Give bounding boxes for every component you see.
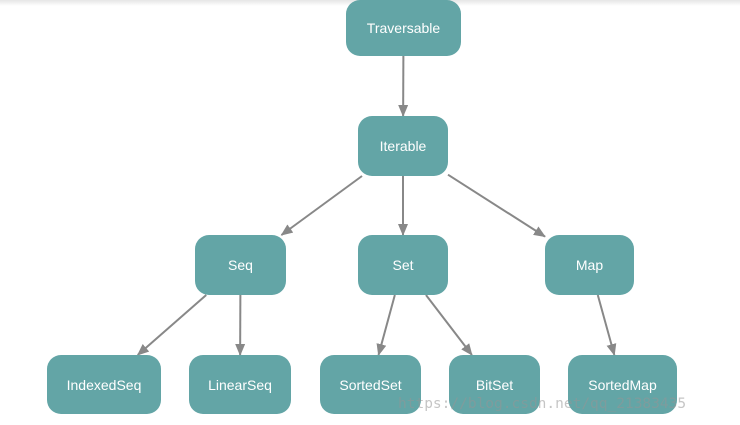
node-set: Set <box>358 235 448 295</box>
watermark-text: https://blog.csdn.net/qq_21383435 <box>398 396 687 412</box>
node-bitset: BitSet <box>449 355 540 414</box>
node-indexedseq: IndexedSeq <box>47 355 161 414</box>
edge-set-to-bitset <box>425 294 473 356</box>
edge-iterable-to-seq <box>280 175 363 236</box>
node-iterable: Iterable <box>358 116 448 176</box>
node-seq: Seq <box>195 235 286 295</box>
node-sortedmap: SortedMap <box>568 355 677 414</box>
edge-map-to-sortedmap <box>596 294 617 356</box>
node-traversable: Traversable <box>346 0 461 56</box>
node-linearseq: LinearSeq <box>189 355 291 414</box>
edge-iterable-to-map <box>447 173 546 238</box>
node-map: Map <box>545 235 634 295</box>
edge-set-to-sortedset <box>376 294 396 356</box>
edge-seq-to-indexedseq <box>136 294 207 356</box>
node-sortedset: SortedSet <box>320 355 421 414</box>
